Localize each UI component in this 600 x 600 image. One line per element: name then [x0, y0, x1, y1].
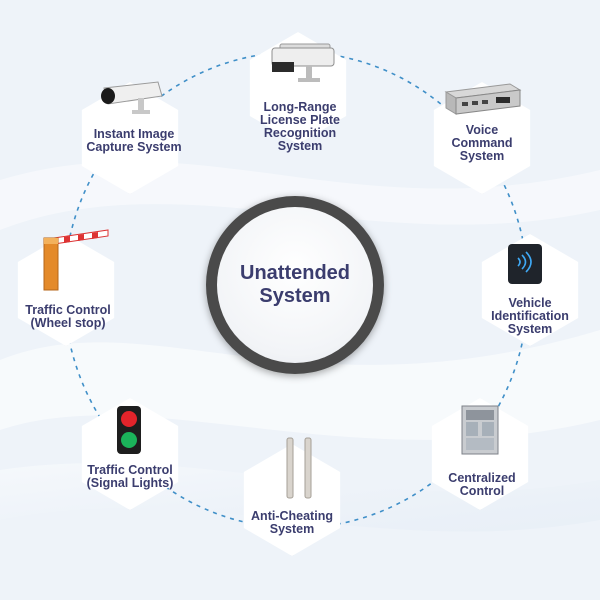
- barrier-gate-icon: [43, 229, 109, 291]
- node-label-traffic-signal-lights: Traffic Control (Signal Lights): [86, 463, 174, 490]
- center-title: Unattended System: [206, 262, 384, 308]
- node-label-license-plate-recognition: Long-Range License Plate Recognition Sys…: [260, 100, 340, 153]
- surveillance-camera-icon: [271, 43, 335, 82]
- node-label-anti-cheating: Anti-Cheating System: [251, 509, 333, 536]
- traffic-light-icon: [117, 406, 141, 454]
- center-hub: [217, 207, 373, 363]
- light-curtain-icon: [286, 437, 312, 499]
- voice-unit-icon: [444, 83, 522, 115]
- center-title-line-2: System: [259, 285, 331, 307]
- node-label-centralized-control: Centralized Control: [448, 471, 516, 498]
- center-title-line-1: Unattended: [240, 262, 350, 284]
- node-label-instant-image-capture: Instant Image Capture System: [86, 127, 182, 154]
- card-reader-icon: [508, 244, 542, 284]
- bullet-camera-icon: [101, 81, 163, 114]
- node-label-vehicle-identification: Vehicle Identification System: [491, 296, 569, 336]
- control-cabinet-icon: [461, 405, 499, 455]
- node-label-voice-command: Voice Command System: [451, 123, 513, 163]
- node-label-traffic-wheel-stop: Traffic Control (Wheel stop): [25, 303, 111, 330]
